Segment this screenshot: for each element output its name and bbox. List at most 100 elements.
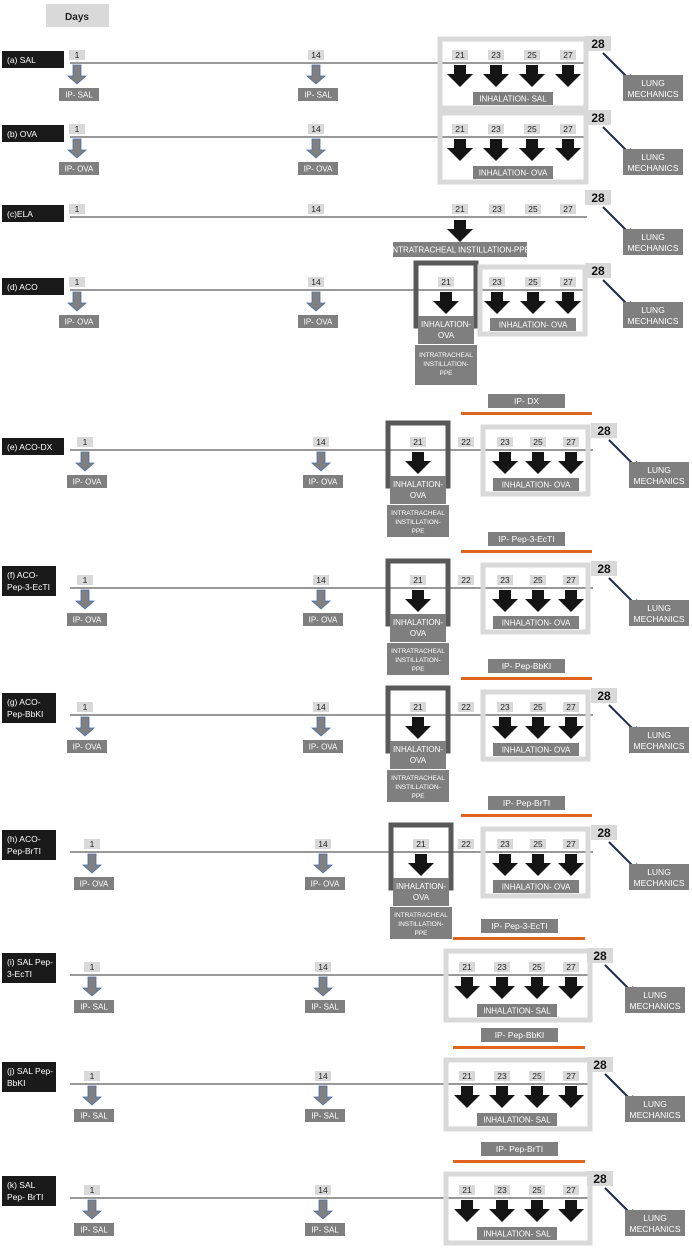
inhalation-arrow-icon	[483, 139, 509, 161]
day-box	[529, 1071, 545, 1081]
lung-mechanics-label: LUNG	[643, 1099, 667, 1109]
day-box	[315, 962, 331, 972]
inhalation-frame	[480, 689, 591, 762]
treatment-bar	[461, 412, 592, 415]
ip-day14-label: IP- SAL	[311, 1112, 339, 1121]
day-28-box	[591, 688, 617, 703]
day-label: 23	[500, 702, 510, 712]
inhalation-arrow-icon	[558, 1086, 584, 1108]
day-label: 21	[413, 575, 423, 585]
inhalation-arrow-icon	[558, 854, 584, 876]
ip-day1-label: IP- SAL	[65, 91, 93, 100]
day-box	[529, 1185, 545, 1195]
day-label: 14	[311, 124, 321, 134]
inhalation-arrow-icon	[525, 854, 551, 876]
group-label-box	[2, 693, 56, 723]
ip-day1-label-box	[74, 1000, 114, 1013]
day-box	[308, 124, 324, 134]
day-28-box	[585, 190, 611, 205]
day-box	[497, 575, 513, 585]
day-box	[452, 50, 468, 60]
inhalation-label: INHALATION- OVA	[479, 169, 548, 178]
ip-arrow-icon	[305, 64, 327, 85]
lung-mechanics-label: MECHANICS	[633, 476, 684, 486]
treatment-label: IP- Pep-BbKI	[495, 1030, 545, 1040]
day-label: 27	[566, 962, 576, 972]
day-label: 1	[90, 1071, 95, 1081]
ip-day1-label-box	[74, 877, 114, 890]
day-label: 23	[492, 204, 502, 214]
inhalation-arrow-icon	[489, 1200, 515, 1222]
inhalation-21-box	[418, 316, 474, 344]
day-label: 25	[528, 277, 538, 287]
day-28-label: 28	[593, 1172, 607, 1186]
day-28-box	[585, 36, 611, 51]
day-box	[410, 437, 426, 447]
day-label: 27	[566, 702, 576, 712]
day-box	[525, 204, 541, 214]
day-label: 22	[461, 839, 471, 849]
day-box	[84, 1185, 100, 1195]
lung-mechanics-label: LUNG	[647, 603, 671, 613]
group-label-text: Pep- BrTI	[7, 1192, 43, 1202]
ip-day14-label-box	[303, 475, 343, 488]
group-label-text: (j) SAL Pep-	[7, 1066, 53, 1076]
day-box	[459, 1071, 475, 1081]
day-box	[563, 1071, 579, 1081]
ip-day1-label: IP- OVA	[73, 616, 102, 625]
lung-mechanics-label: MECHANICS	[627, 243, 678, 253]
day-label: 23	[491, 124, 501, 134]
instillation-box	[387, 770, 449, 802]
ip-day14-label-box	[305, 1109, 345, 1122]
day-28-label: 28	[597, 424, 611, 438]
day-box	[563, 839, 579, 849]
day-label: 14	[316, 702, 326, 712]
instillation-label: INSTILLATION-	[398, 921, 443, 928]
ip-day14-label-box	[298, 162, 338, 175]
inhalation-21-arrow-icon	[408, 854, 434, 876]
inhalation-arrow-icon	[558, 590, 584, 612]
day-box	[410, 702, 426, 712]
treatment-label-box	[481, 1142, 558, 1156]
instillation-label: PPE	[414, 930, 428, 937]
day-box	[563, 437, 579, 447]
ip-day1-label-box	[67, 740, 107, 753]
inhalation-label-box	[493, 743, 579, 756]
inhalation-label-box	[493, 616, 579, 629]
day-box	[530, 702, 546, 712]
inhalation-arrow-icon	[492, 590, 518, 612]
ip-arrow-icon	[305, 291, 327, 312]
ip-day14-label: IP- SAL	[311, 1226, 339, 1235]
ip-arrow-icon	[74, 716, 96, 737]
day-label: 14	[316, 575, 326, 585]
day-box	[458, 437, 474, 447]
ip-arrow-icon	[81, 853, 103, 874]
inhalation-arrow-icon	[520, 292, 546, 314]
day-28-box	[587, 1057, 613, 1072]
ip-day14-label: IP- OVA	[304, 165, 333, 174]
day-label: 27	[566, 839, 576, 849]
day-label: 1	[75, 50, 80, 60]
day-label: 25	[533, 839, 543, 849]
ip-day1-label-box	[59, 315, 99, 328]
inhalation-21-arrow-icon	[405, 717, 431, 739]
day-28-box	[585, 110, 611, 125]
day-box	[560, 277, 576, 287]
inhalation-label: INHALATION- SAL	[483, 1230, 551, 1239]
day-label: 23	[497, 1185, 507, 1195]
inhalation-label: INHALATION- OVA	[502, 619, 571, 628]
group-label-box	[2, 566, 56, 596]
inhalation-label: INHALATION- OVA	[502, 746, 571, 755]
day-label: 22	[461, 575, 471, 585]
lung-mechanics-label: MECHANICS	[633, 878, 684, 888]
inhalation-arrow-icon	[524, 1086, 550, 1108]
inhalation-arrow-icon	[558, 452, 584, 474]
day-box	[489, 277, 505, 287]
ip-arrow-icon	[81, 1085, 103, 1106]
inhalation-arrow-icon	[558, 717, 584, 739]
ip-arrow-icon	[81, 976, 103, 997]
day-label: 14	[311, 50, 321, 60]
